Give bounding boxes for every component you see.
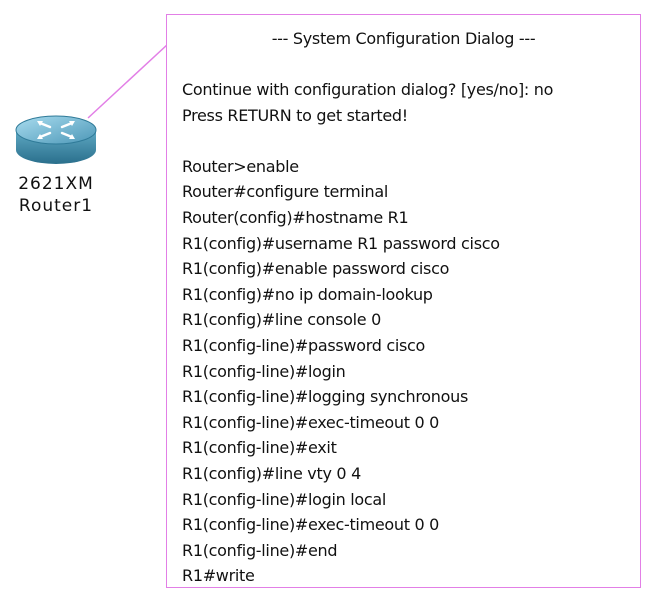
config-line: Router>enable (182, 156, 299, 176)
config-line: R1(config-line)#end (182, 540, 338, 560)
config-line: Continue with configuration dialog? [yes… (182, 80, 554, 99)
router-icon[interactable] (10, 108, 102, 170)
config-line: R1(config-line)#password cisco (182, 335, 426, 355)
config-line: R1(config)#enable password cisco (182, 259, 450, 279)
config-line: R1(config-line)#exec-timeout 0 0 (182, 412, 440, 432)
config-line: Router(config)#hostname R1 (182, 207, 409, 227)
config-line: R1(config)#username R1 password cisco (182, 233, 500, 253)
config-line: R1(config-line)#login local (182, 489, 387, 509)
config-line: R1(config)#line console 0 (182, 310, 382, 330)
blank-line (182, 128, 634, 154)
config-line: Press RETURN to get started! (182, 105, 408, 125)
config-line: R1(config-line)#exit (182, 438, 337, 458)
config-line: R1(config-line)#logging synchronous (182, 387, 468, 407)
config-line: R1(config)#no ip domain-lookup (182, 284, 433, 304)
device-model: 2621XM (18, 174, 94, 194)
config-line: Router#configure terminal (182, 182, 389, 202)
config-line: R1(config-line)#exec-timeout 0 0 (182, 515, 440, 535)
note-body: Continue with configuration dialog? [yes… (182, 77, 634, 589)
device-label: 2621XM Router1 (0, 173, 112, 217)
note-title: --- System Configuration Dialog --- (271, 29, 536, 48)
device-name: Router1 (18, 196, 94, 216)
config-line: R1(config)#line vty 0 4 (182, 463, 361, 483)
config-note[interactable]: --- System Configuration Dialog --- Cont… (166, 14, 641, 588)
config-line: R1(config-line)#login (182, 361, 346, 381)
config-line: R1#write (182, 566, 255, 586)
